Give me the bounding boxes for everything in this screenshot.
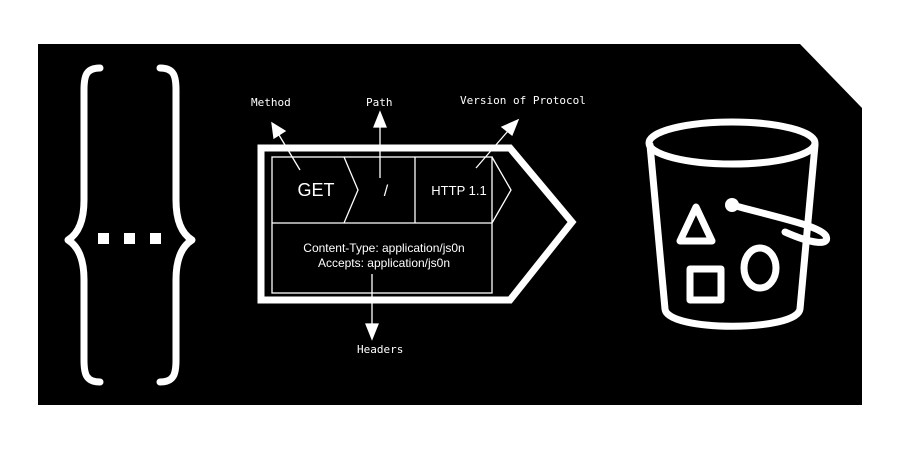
version-pointer bbox=[475, 130, 509, 169]
headers-arrowhead bbox=[365, 323, 379, 341]
ellipsis-dots bbox=[98, 233, 161, 244]
path-label: Path bbox=[366, 96, 393, 109]
http-request-arrow: GET / HTTP 1.1 Content-Type: application… bbox=[257, 144, 577, 304]
storage-bucket-icon bbox=[645, 118, 830, 330]
header-line: Accepts: application/js0n bbox=[318, 256, 450, 270]
circle-shape bbox=[740, 244, 780, 292]
triangle-shape bbox=[676, 203, 716, 245]
method-value: GET bbox=[297, 180, 334, 200]
version-arrowhead bbox=[500, 118, 520, 137]
protocol-value: HTTP 1.1 bbox=[431, 183, 486, 198]
protocol-chevron bbox=[491, 156, 512, 224]
json-braces-icon bbox=[64, 64, 196, 386]
path-arrowhead bbox=[373, 110, 387, 128]
pointer-arrows bbox=[271, 110, 520, 341]
version-label: Version of Protocol bbox=[460, 94, 586, 107]
method-label: Method bbox=[251, 96, 291, 109]
headers-label: Headers bbox=[357, 343, 403, 356]
path-value: / bbox=[384, 183, 389, 200]
banner-background bbox=[38, 44, 862, 405]
square-shape bbox=[686, 265, 725, 304]
method-pointer bbox=[278, 134, 301, 171]
arrow-outline bbox=[257, 144, 577, 304]
method-arrowhead bbox=[271, 121, 287, 140]
request-inner-box bbox=[271, 156, 493, 294]
handle-knob bbox=[725, 198, 739, 212]
bucket-body bbox=[646, 141, 819, 330]
method-segment-border bbox=[343, 156, 359, 224]
header-line: Content-Type: application/js0n bbox=[303, 241, 464, 255]
bucket-handle bbox=[728, 201, 830, 246]
